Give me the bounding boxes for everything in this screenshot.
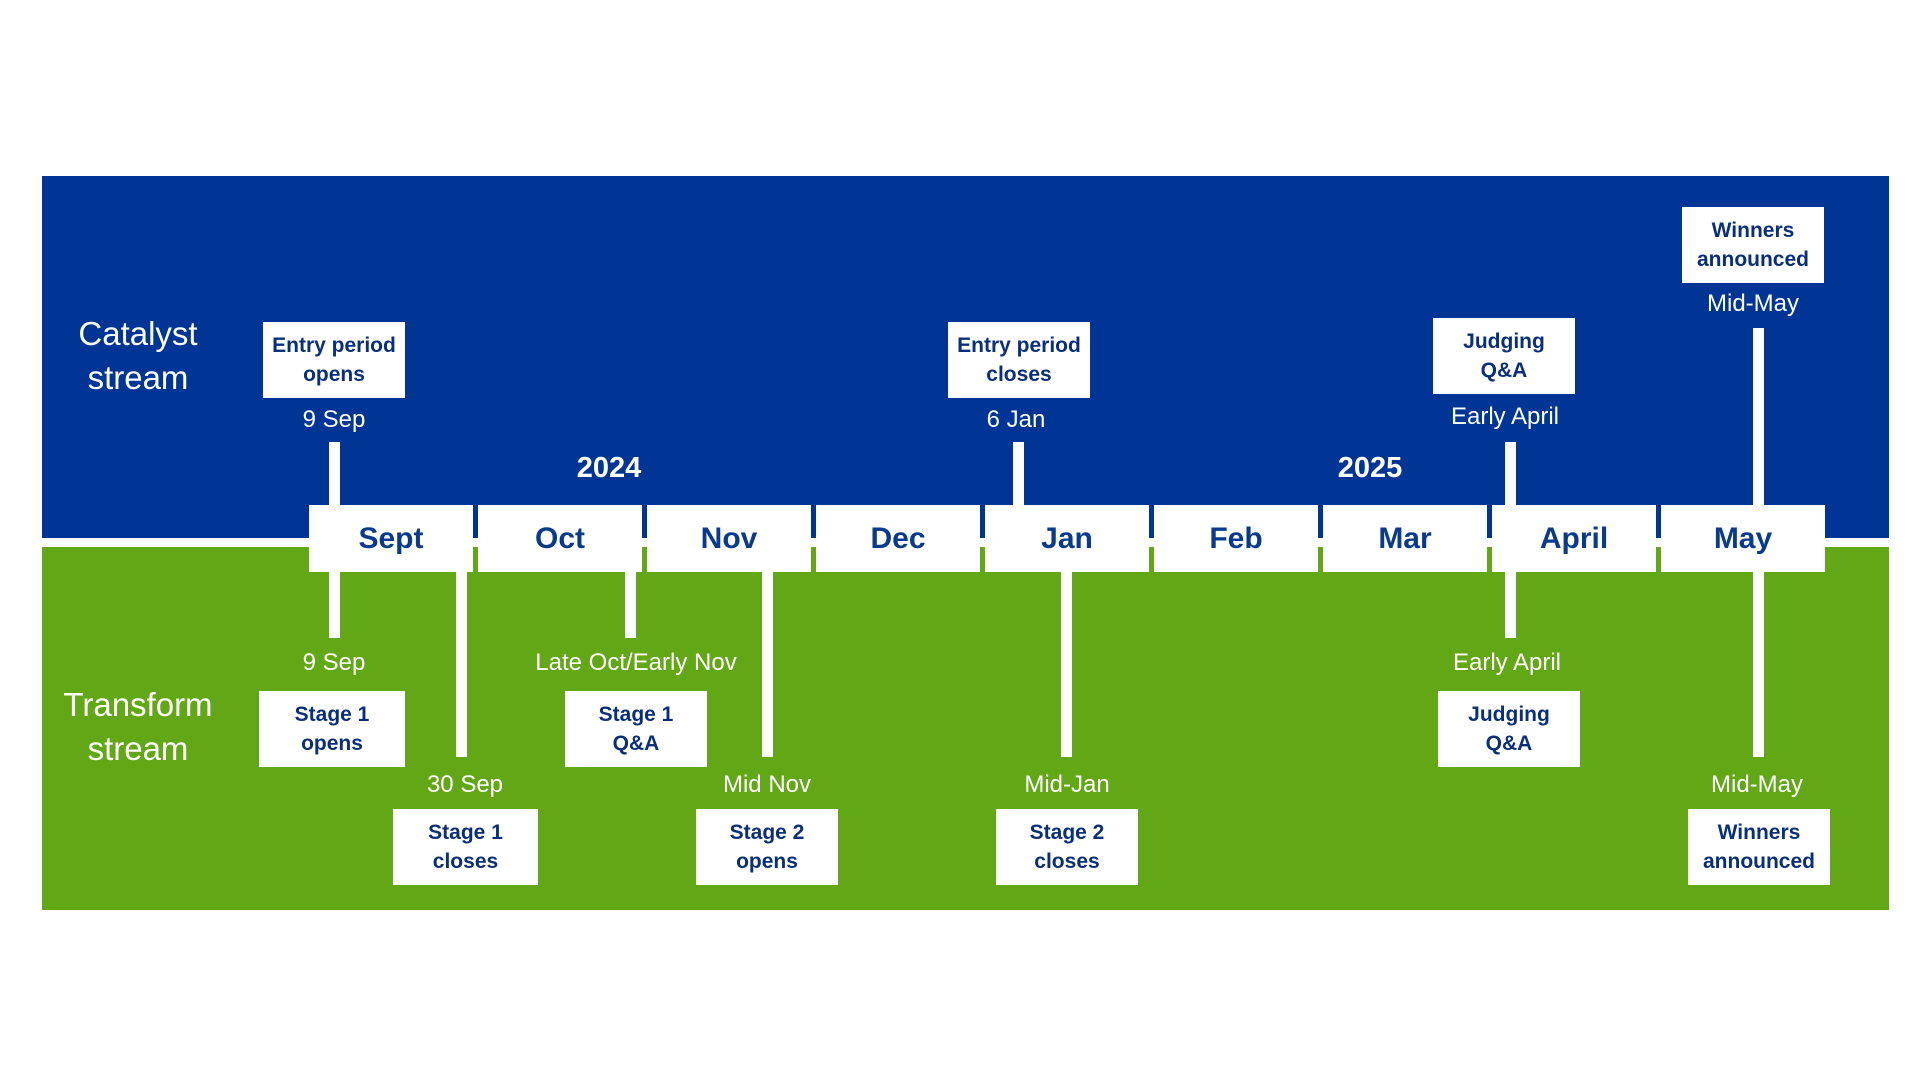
catalyst-stem-sep bbox=[329, 442, 340, 506]
catalyst-stem-jan bbox=[1013, 442, 1024, 506]
catalyst-event-box: Entry period closes bbox=[948, 322, 1090, 398]
catalyst-stem-april bbox=[1505, 442, 1516, 506]
transform-event-date: Mid-Jan bbox=[1024, 771, 1110, 798]
year-2024-label: 2024 bbox=[576, 452, 642, 484]
transform-stem-oct bbox=[625, 571, 636, 638]
transform-stem-30sep bbox=[456, 571, 467, 757]
transform-stem-nov bbox=[762, 571, 773, 757]
transform-event-box: Stage 1 opens bbox=[259, 691, 405, 767]
transform-event-box: Stage 2 closes bbox=[996, 809, 1138, 885]
month-oct: Oct bbox=[478, 505, 642, 572]
transform-event-date: 9 Sep bbox=[302, 649, 366, 676]
catalyst-event-box: Winners announced bbox=[1682, 207, 1824, 283]
month-sept: Sept bbox=[309, 505, 473, 572]
transform-stem-9sep bbox=[329, 571, 340, 638]
transform-event-box: Judging Q&A bbox=[1438, 691, 1580, 767]
catalyst-event-date: 9 Sep bbox=[302, 406, 366, 433]
transform-event-box: Winners announced bbox=[1688, 809, 1830, 885]
month-april: April bbox=[1492, 505, 1656, 572]
month-dec: Dec bbox=[816, 505, 980, 572]
month-feb: Feb bbox=[1154, 505, 1318, 572]
year-2025-label: 2025 bbox=[1337, 452, 1403, 484]
transform-event-date: Late Oct/Early Nov bbox=[535, 649, 737, 676]
transform-stream-label: Transform stream bbox=[63, 686, 213, 767]
catalyst-event-date: Early April bbox=[1450, 403, 1560, 430]
catalyst-event-date: Mid-May bbox=[1706, 290, 1800, 317]
transform-event-date: Early April bbox=[1452, 649, 1562, 676]
month-jan: Jan bbox=[985, 505, 1149, 572]
transform-event-date: Mid Nov bbox=[722, 771, 812, 798]
transform-stem-jan bbox=[1061, 571, 1072, 757]
transform-event-date: 30 Sep bbox=[426, 771, 504, 798]
catalyst-event-box: Entry period opens bbox=[263, 322, 405, 398]
month-may: May bbox=[1661, 505, 1825, 572]
transform-event-box: Stage 1 Q&A bbox=[565, 691, 707, 767]
catalyst-stream-label: Catalyst stream bbox=[78, 315, 198, 396]
month-nov: Nov bbox=[647, 505, 811, 572]
catalyst-stem-may bbox=[1753, 328, 1764, 506]
transform-event-box: Stage 1 closes bbox=[393, 809, 538, 885]
catalyst-event-date: 6 Jan bbox=[986, 406, 1046, 433]
catalyst-event-box: Judging Q&A bbox=[1433, 318, 1575, 394]
transform-stem-april bbox=[1505, 571, 1516, 638]
transform-stem-may bbox=[1753, 571, 1764, 757]
transform-event-date: Mid-May bbox=[1710, 771, 1804, 798]
transform-event-box: Stage 2 opens bbox=[696, 809, 838, 885]
month-mar: Mar bbox=[1323, 505, 1487, 572]
